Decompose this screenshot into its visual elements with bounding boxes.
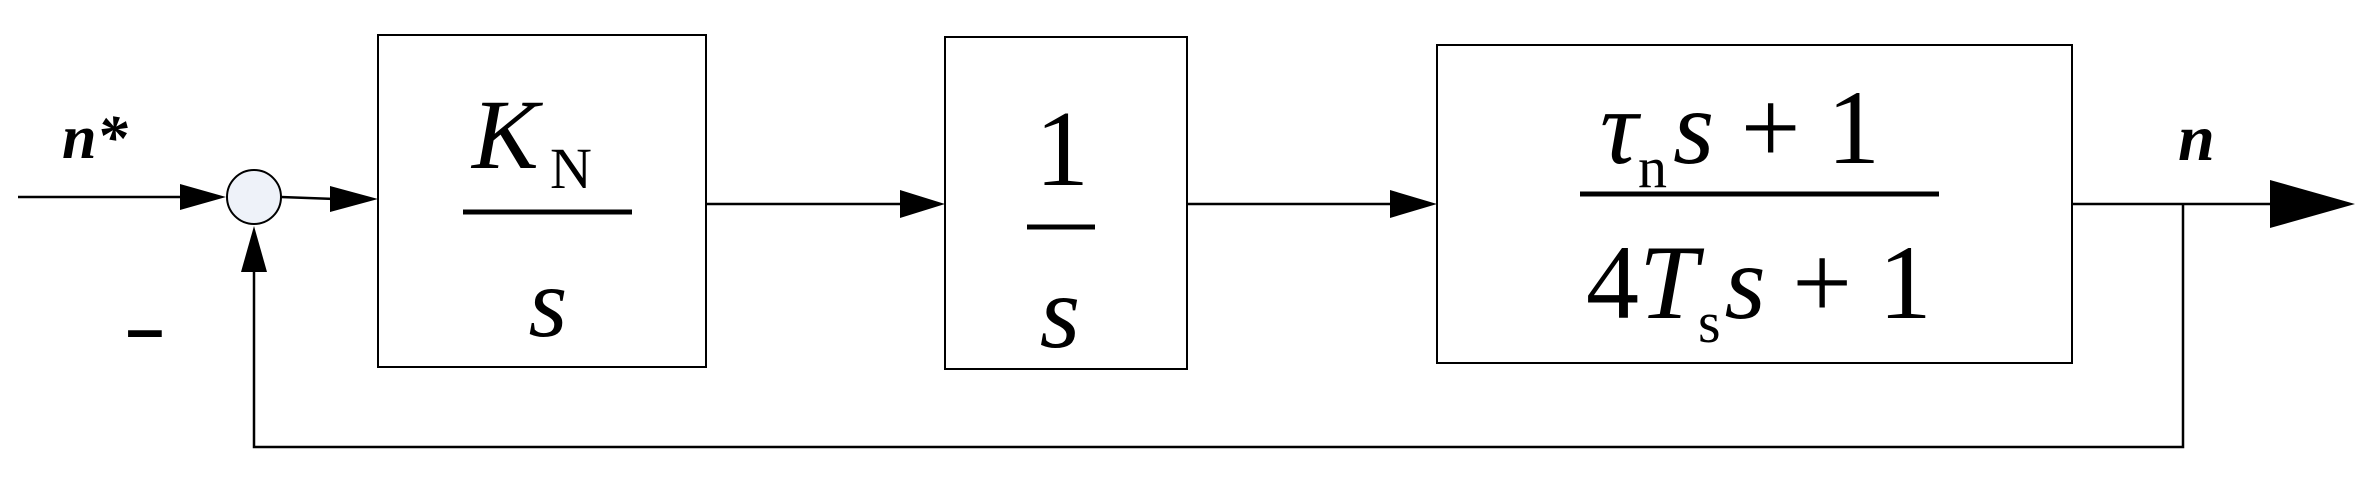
feedback-minus-sign: – — [126, 291, 164, 367]
integrator-block: 1 s — [944, 36, 1188, 370]
integrator-numerator: 1 — [1035, 90, 1089, 209]
denominator-coefficient: 4 — [1586, 224, 1639, 341]
denominator-variable: s — [1725, 224, 1766, 341]
integrator-denominator: s — [1040, 255, 1080, 370]
output-signal-label: n — [2178, 102, 2215, 175]
time-constant-symbol: T — [1639, 224, 1705, 341]
speed-controller-block: K N s — [377, 34, 707, 368]
numerator-constant: + 1 — [1714, 69, 1880, 186]
controller-denominator: s — [529, 247, 568, 358]
prefilter-block: τns + 1 4Tss + 1 — [1436, 44, 2073, 364]
numerator-variable: s — [1673, 69, 1714, 186]
controller-gain-symbol: K — [470, 79, 543, 190]
prefilter-input-arrowhead — [1390, 190, 1437, 218]
junction-to-controller-line — [280, 195, 336, 201]
feedback-arrowhead — [241, 226, 267, 272]
time-constant-subscript: s — [1698, 290, 1721, 355]
summing-junction — [226, 169, 282, 225]
input-signal-label: n* — [62, 104, 128, 172]
input-arrowhead — [180, 184, 226, 210]
feedback-path — [252, 204, 2185, 449]
controller-gain-subscript: N — [550, 136, 592, 201]
prefilter-denominator: 4Tss + 1 — [1586, 224, 1932, 355]
controller-input-arrowhead — [330, 186, 378, 212]
tau-subscript: n — [1638, 135, 1667, 200]
integrator-input-arrowhead — [900, 190, 945, 218]
denominator-constant: + 1 — [1766, 224, 1932, 341]
output-arrowhead — [2270, 180, 2355, 228]
prefilter-numerator: τns + 1 — [1600, 69, 1880, 200]
tau-symbol: τ — [1600, 69, 1642, 186]
